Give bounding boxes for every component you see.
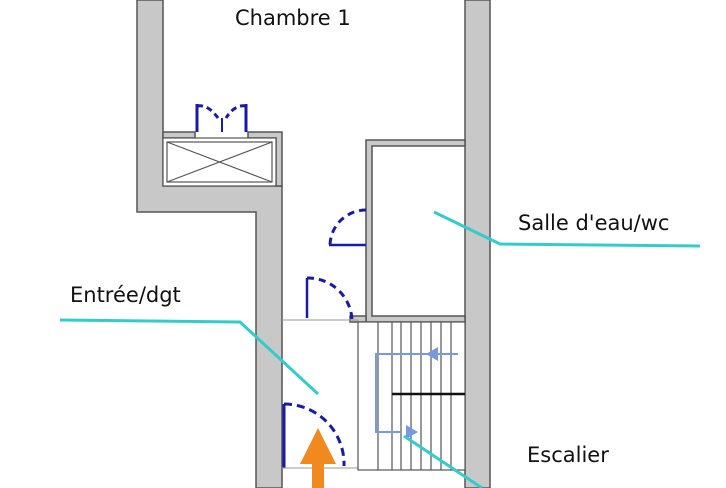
window-box <box>162 137 277 187</box>
doors <box>195 104 367 468</box>
wall-right-outer <box>464 0 491 488</box>
wall-chambre-bottom <box>162 131 196 139</box>
wall-left-outer <box>136 0 283 488</box>
label-chambre: Chambre 1 <box>235 6 351 30</box>
stair-direction-icon <box>375 347 458 439</box>
leader-lines <box>59 210 701 488</box>
label-entree: Entrée/dgt <box>70 283 181 307</box>
arrow-up-icon <box>300 428 336 488</box>
staircase <box>357 321 466 471</box>
label-salle-eau: Salle d'eau/wc <box>518 211 669 235</box>
wall-salle-eau <box>365 139 466 323</box>
label-escalier: Escalier <box>527 443 609 467</box>
